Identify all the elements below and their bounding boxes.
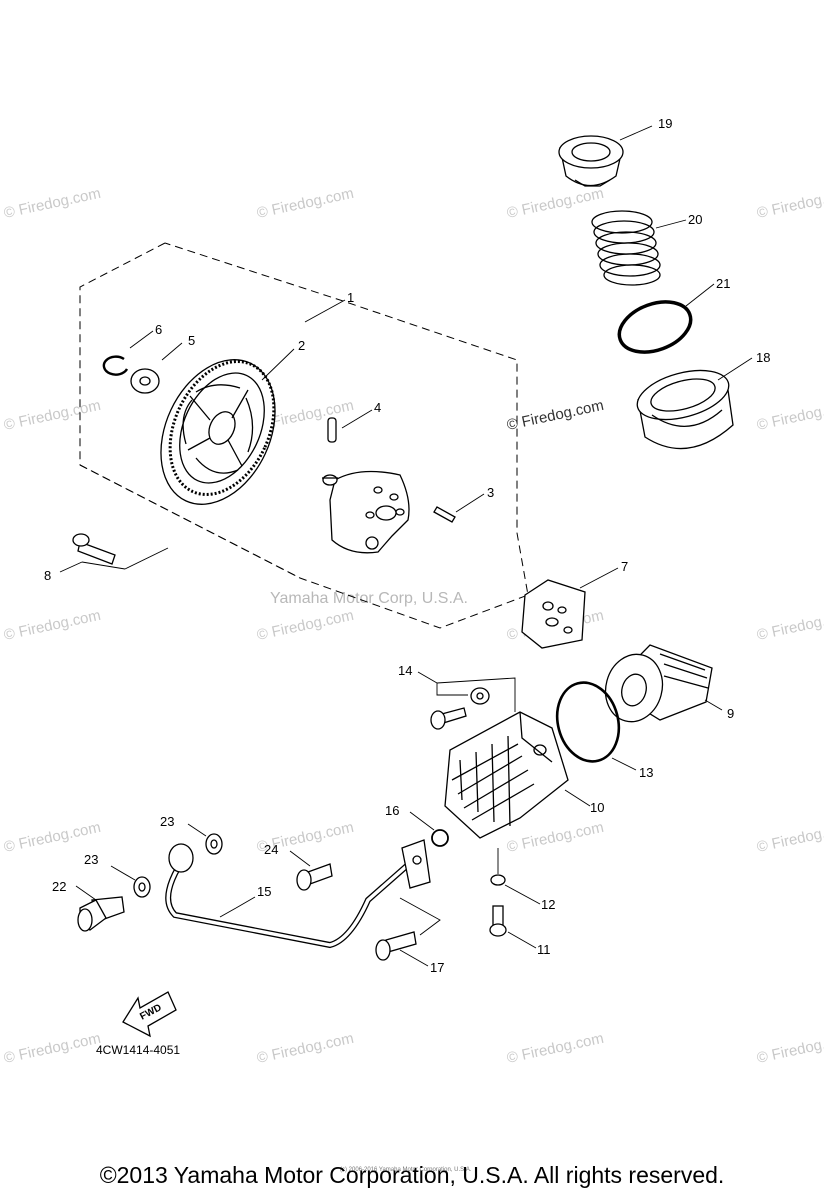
callout-24: 24: [264, 842, 278, 857]
part-23-washer: [205, 833, 223, 855]
callout-labels: 19 20 21 18 1 2 6 5 4 3 8 7 14 9 13 10 1…: [44, 116, 770, 975]
part-9-oil-filter: [604, 644, 713, 723]
part-13-o-ring: [555, 681, 621, 763]
part-22-union-bolt: [77, 896, 125, 932]
callout-16: 16: [385, 803, 399, 818]
part-5-washer: [130, 368, 160, 394]
part-20-spring: [591, 210, 661, 286]
fwd-arrow-icon: FWD: [122, 991, 177, 1038]
part-7-gasket: [521, 579, 586, 649]
diagram-code: 4CW1414-4051: [96, 1043, 180, 1057]
callout-14: 14: [398, 663, 412, 678]
callout-15: 15: [257, 884, 271, 899]
callout-11: 11: [537, 942, 551, 957]
callout-22: 22: [52, 879, 66, 894]
callout-7: 7: [621, 559, 628, 574]
part-4-pin: [327, 417, 337, 443]
watermark: © Firedog.com: [255, 1030, 355, 1067]
part-23-washer: [133, 876, 151, 898]
callout-17: 17: [430, 960, 444, 975]
part-15-oil-pipe: [165, 839, 431, 949]
part-24-bolt: [296, 863, 333, 891]
center-watermark: Yamaha Motor Corp, U.S.A.: [270, 590, 468, 607]
callout-23: 23: [84, 852, 98, 867]
part-12-washer: [490, 874, 506, 886]
watermark: © Firedog.com: [255, 185, 355, 222]
part-17-bolt: [375, 931, 417, 961]
part-2-gear: [160, 359, 276, 505]
part-14-bolt: [430, 687, 490, 730]
copyright-notice: ©2013 Yamaha Motor Corporation, U.S.A. A…: [99, 1162, 725, 1188]
callout-18: 18: [756, 350, 770, 365]
oil-pump-assembly-outline: [79, 464, 301, 579]
watermark: © Firedog.com: [2, 819, 102, 856]
callout-9: 9: [727, 706, 734, 721]
watermark: © Firedog.com: [2, 185, 102, 222]
watermark: © Firedog.com: [505, 1030, 605, 1067]
callout-2: 2: [298, 338, 305, 353]
watermark: © Firedog.com: [2, 397, 102, 434]
part-8-screw: [72, 533, 116, 565]
part-16-o-ring: [431, 829, 449, 847]
part-19-cap: [558, 135, 624, 187]
watermark: © Firedog.com: [755, 397, 824, 434]
callout-5: 5: [188, 333, 195, 348]
tiny-copyright-notice: (c) 2006-2016 Yamaha Motor Corporation, …: [340, 1167, 472, 1173]
callout-4: 4: [374, 400, 381, 415]
part-18-plug: [636, 369, 734, 450]
watermark: © Firedog.com: [505, 185, 605, 222]
callout-13: 13: [639, 765, 653, 780]
firedog-watermark-main: © Firedog.com: [505, 397, 605, 434]
callout-6: 6: [155, 322, 162, 337]
watermark: © Firedog.com: [2, 1030, 102, 1067]
watermark: © Firedog.com: [755, 1030, 824, 1067]
callout-19: 19: [658, 116, 672, 131]
part-10-cover: [444, 711, 569, 839]
callout-8: 8: [44, 568, 51, 583]
watermark: © Firedog.com: [2, 607, 102, 644]
watermark: © Firedog.com: [255, 607, 355, 644]
watermark: © Firedog.com: [755, 607, 824, 644]
callout-12: 12: [541, 897, 555, 912]
watermark: © Firedog.com: [755, 819, 824, 856]
part-6-circlip: [102, 355, 129, 376]
callout-10: 10: [590, 800, 604, 815]
watermark: © Firedog.com: [755, 185, 824, 222]
callout-21: 21: [716, 276, 730, 291]
oil-pump-assembly-outline: [79, 242, 529, 629]
callout-23: 23: [160, 814, 174, 829]
part-21-o-ring: [617, 300, 693, 354]
leader-lines: [59, 125, 753, 967]
oil-pump-body: [322, 470, 410, 554]
callout-1: 1: [347, 290, 354, 305]
watermark: © Firedog.com: [505, 819, 605, 856]
callout-20: 20: [688, 212, 702, 227]
part-3-pin: [433, 506, 456, 523]
part-11-bolt: [489, 905, 507, 937]
callout-3: 3: [487, 485, 494, 500]
